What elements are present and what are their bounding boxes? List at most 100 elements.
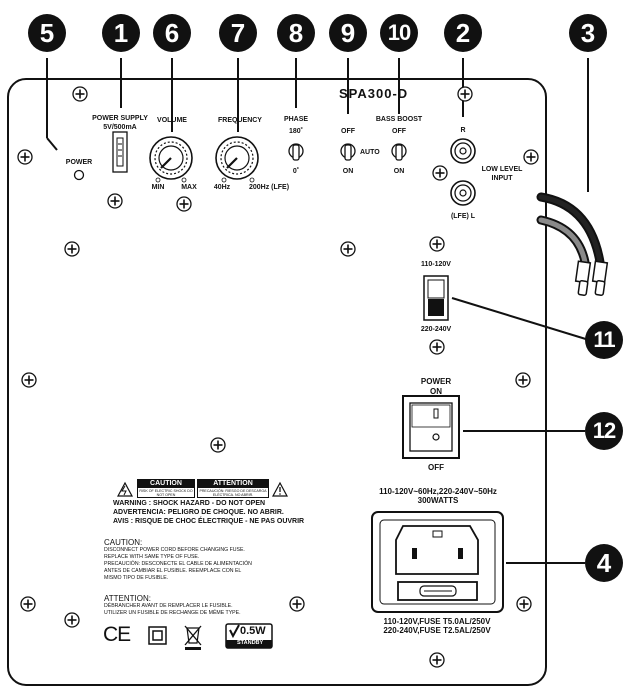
- attention-line-2: UTILIZER UN FUSIBLE DE RECHANGE DE MÊME …: [104, 610, 241, 616]
- iec-power-inlet: [371, 511, 504, 613]
- double-insulation-mark: [148, 626, 167, 645]
- power-switch-label: POWER: [420, 377, 452, 386]
- callout-9: 9: [329, 14, 367, 52]
- caution-line-5: MISMO TIPO DE FUSIBLE.: [104, 575, 169, 581]
- frequency-max-label: 200Hz (LFE): [248, 184, 290, 191]
- fuse-rating-220: 220-240V,FUSE T2.5AL/250V: [383, 626, 491, 635]
- warning-line-es: ADVERTENCIA: PELIGRO DE CHOQUE. NO ABRIR…: [113, 509, 284, 516]
- model-name: SPA300-D: [339, 86, 409, 101]
- warning-line-en: WARNING : SHOCK HAZARD - DO NOT OPEN: [113, 500, 266, 507]
- power-supply-rating: 5V/500mA: [103, 124, 137, 131]
- volume-max-label: MAX: [181, 184, 197, 191]
- callout-10: 10: [380, 14, 418, 52]
- power-rocker-switch: [402, 395, 460, 459]
- caution-heading: CAUTION:: [104, 538, 143, 547]
- bass-boost-toggle: [391, 143, 407, 161]
- input-right-label: R: [460, 127, 466, 134]
- attention-heading: ATTENTION:: [104, 594, 151, 603]
- phase-0-label: 0˚: [292, 168, 300, 175]
- screw: [64, 241, 80, 257]
- screw: [20, 596, 36, 612]
- attention-line-1: DÉBRANCHER AVANT DE REMPLACER LE FUSIBLE…: [104, 603, 233, 609]
- phase-toggle: [288, 143, 304, 161]
- phase-label: PHASE: [283, 116, 309, 123]
- usb-port: [112, 131, 128, 173]
- screw: [340, 241, 356, 257]
- leader-5b: [46, 137, 58, 151]
- screw: [429, 236, 445, 252]
- callout-1: 1: [102, 14, 140, 52]
- auto-on-label: ON: [342, 168, 354, 175]
- bass-boost-label: BASS BOOST: [375, 116, 423, 123]
- bass-boost-off-label: OFF: [392, 128, 406, 135]
- callout-7: 7: [219, 14, 257, 52]
- screw: [72, 86, 88, 102]
- standby-label: STANDBY: [237, 640, 264, 646]
- screw: [523, 149, 539, 165]
- caution-line-1: DISCONNECT POWER CORD BEFORE CHANGING FU…: [104, 547, 245, 553]
- callout-4: 4: [585, 544, 623, 582]
- screw: [210, 437, 226, 453]
- frequency-min-label: 40Hz: [213, 184, 231, 191]
- low-level-input-label-2: INPUT: [491, 175, 513, 182]
- wattage-label: 300WATTS: [417, 496, 459, 505]
- screw: [516, 596, 532, 612]
- warning-line-fr: AVIS : RISQUE DE CHOC ÉLECTRIQUE - NE PA…: [113, 518, 305, 525]
- caution-box: CAUTION RISK OF ELECTRIC SHOCK DO NOT OP…: [137, 479, 195, 498]
- standby-power-value: 0.5W: [240, 625, 266, 637]
- caution-line-2: REPLACE WITH SAME TYPE OF FUSE.: [104, 554, 200, 560]
- voltage-220-label: 220-240V: [420, 326, 452, 333]
- frequency-label: FREQUENCY: [218, 117, 262, 124]
- caution-line-3: PRECAUCIÓN: DESCONECTE EL CABLE DE ALIME…: [104, 561, 252, 567]
- standby-badge-box: [225, 623, 273, 649]
- bass-boost-on-label: ON: [393, 168, 405, 175]
- phase-180-label: 180˚: [288, 128, 304, 135]
- callout-5: 5: [28, 14, 66, 52]
- screw: [289, 596, 305, 612]
- callout-2: 2: [444, 14, 482, 52]
- callout-12: 12: [585, 412, 623, 450]
- screw: [457, 86, 473, 102]
- screw: [432, 165, 448, 181]
- caution-box-text: RISK OF ELECTRIC SHOCK DO NOT OPEN: [139, 489, 193, 497]
- screw: [64, 612, 80, 628]
- callout-11: 11: [585, 321, 623, 359]
- fuse-rating-110: 110-120V,FUSE T5.0AL/250V: [383, 617, 491, 626]
- auto-label: AUTO: [360, 149, 380, 156]
- screw: [429, 652, 445, 668]
- screw: [176, 196, 192, 212]
- auto-toggle: [340, 143, 356, 161]
- input-left-label: (LFE) L: [450, 213, 476, 220]
- power-supply-label: POWER SUPPLY: [92, 115, 148, 122]
- screw: [21, 372, 37, 388]
- weee-bin-mark: [184, 625, 202, 650]
- callout-6: 6: [153, 14, 191, 52]
- power-switch-on-label: ON: [430, 387, 442, 396]
- leader-11: [451, 297, 590, 341]
- power-led-label: POWER: [65, 159, 93, 166]
- attention-box-title: ATTENTION: [198, 480, 268, 488]
- ce-mark: CE: [103, 623, 131, 646]
- caution-box-title: CAUTION: [138, 480, 194, 488]
- auto-off-label: OFF: [341, 128, 355, 135]
- rca-input-right: [450, 138, 476, 164]
- rca-input-left: [450, 180, 476, 206]
- volume-knob: [149, 136, 193, 183]
- voltage-110-label: 110-120V: [421, 261, 451, 268]
- power-rating-label: 110-120V~60Hz,220-240V~50Hz: [379, 487, 497, 496]
- warning-triangles: [116, 481, 289, 497]
- screw: [17, 149, 33, 165]
- attention-box: ATTENTION PRECAUCIÓN: RIESGO DE DESCARGA…: [197, 479, 269, 498]
- volume-label: VOLUME: [157, 117, 187, 124]
- power-led: [73, 169, 85, 181]
- callout-8: 8: [277, 14, 315, 52]
- frequency-knob: [215, 136, 259, 183]
- callout-3: 3: [569, 14, 607, 52]
- low-level-input-label-1: LOW LEVEL: [481, 166, 523, 173]
- caution-line-4: ANTES DE CAMBIAR EL FUSIBLE. REEMPLACE C…: [104, 568, 242, 574]
- screw: [429, 339, 445, 355]
- power-switch-off-label: OFF: [428, 463, 444, 472]
- screw: [107, 193, 123, 209]
